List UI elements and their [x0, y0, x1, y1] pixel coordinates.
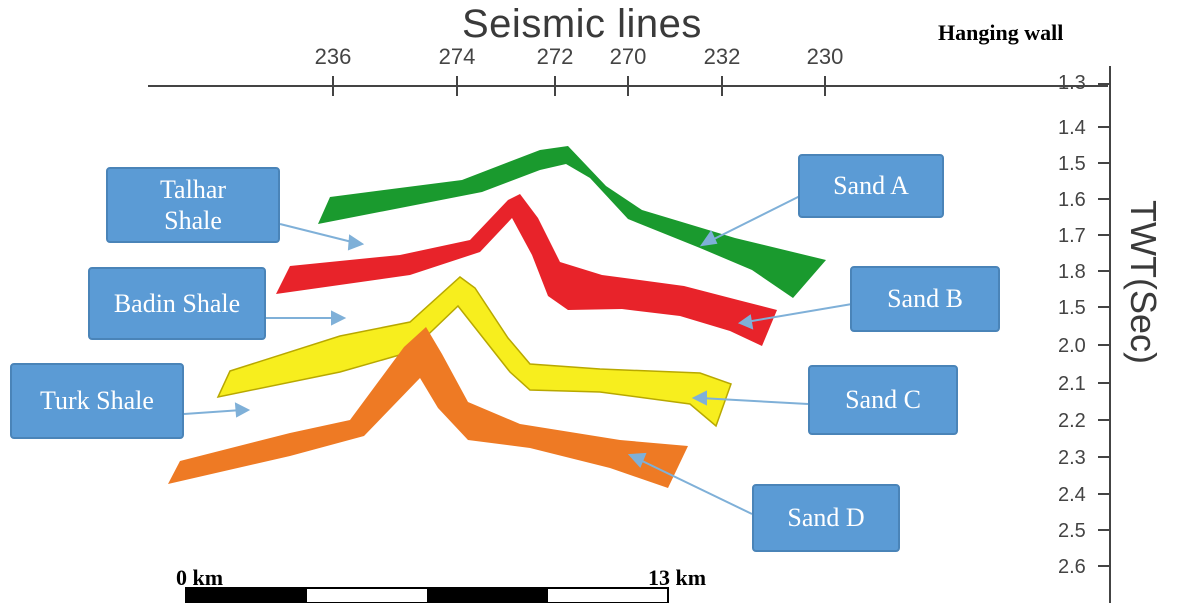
sand-d-label: Sand D: [752, 484, 900, 552]
y-tick-2-3: 2.3: [1058, 447, 1086, 469]
sand-a-arrow: [707, 195, 801, 243]
sand-c-label: Sand C: [808, 365, 958, 435]
scale-end-label: 13 km: [648, 565, 707, 590]
y-tick-2-1: 2.1: [1058, 373, 1086, 395]
x-tick-274: 274: [438, 44, 476, 69]
sand-d-horizon: [168, 327, 688, 488]
sand-a-label: Sand A: [798, 154, 944, 218]
y-tick-2-5: 2.5: [1058, 520, 1086, 542]
turk-shale-arrow: [183, 409, 243, 415]
y-tick-2-6: 2.6: [1058, 556, 1086, 578]
hanging-wall-label: Hanging wall: [938, 20, 1064, 45]
y-tick-1-5: 1.5: [1058, 153, 1086, 175]
y-tick-1-7: 1.7: [1058, 225, 1086, 247]
y-tick-marks: [1098, 83, 1110, 567]
x-tick-marks: [332, 76, 826, 96]
y-tick-1-3: 1.3: [1058, 72, 1086, 94]
y-tick-2-4: 2.4: [1058, 484, 1086, 506]
y-tick-2-0: 2.0: [1058, 335, 1086, 357]
sand-d-arrow: [635, 457, 753, 515]
y-tick-1-6: 1.6: [1058, 189, 1086, 211]
sand-b-label: Sand B: [850, 266, 1000, 332]
badin-shale-label: Badin Shale: [88, 267, 266, 340]
sand-b-horizon: [276, 194, 777, 346]
scale-bar: [185, 587, 669, 603]
diagram-title: Seismic lines: [462, 2, 702, 46]
sand-c-arrow: [699, 397, 809, 405]
y-axis-label: TWT(Sec): [1123, 200, 1164, 364]
sand-b-arrow: [745, 303, 853, 323]
x-tick-270: 270: [609, 44, 647, 69]
y-tick-2-2: 2.2: [1058, 410, 1086, 432]
turk-shale-label: Turk Shale: [10, 363, 184, 439]
y-tick-1-8: 1.8: [1058, 261, 1086, 283]
talhar-shale-label: Talhar Shale: [106, 167, 280, 243]
x-tick-232: 232: [703, 44, 741, 69]
y-tick-1-4: 1.4: [1058, 117, 1086, 139]
sand-a-horizon: [318, 146, 826, 298]
x-tick-272: 272: [536, 44, 574, 69]
scale-start-label: 0 km: [176, 565, 224, 590]
x-tick-236: 236: [314, 44, 352, 69]
pointer-arrows: [183, 195, 853, 515]
talhar-shale-arrow: [279, 223, 357, 244]
x-tick-230: 230: [806, 44, 844, 69]
y-tick-1-5b: 1.5: [1058, 297, 1086, 319]
